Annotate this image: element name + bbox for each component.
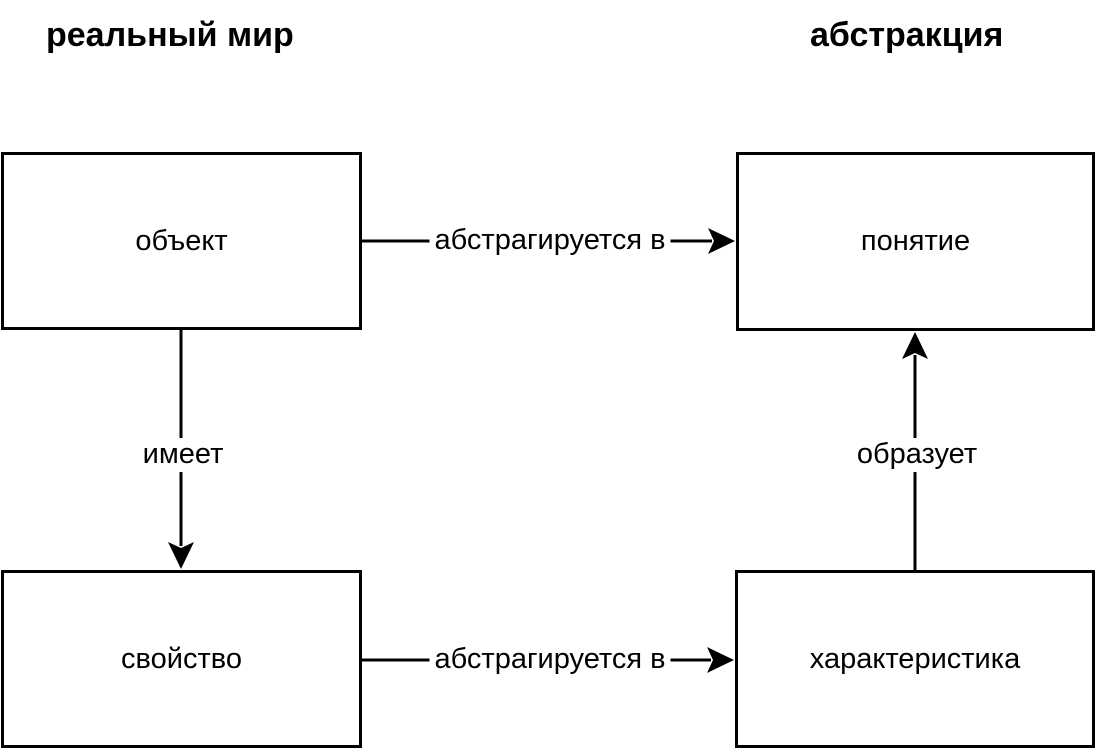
edge-label-has: имеет <box>137 438 229 472</box>
node-property: свойство <box>1 570 362 748</box>
column-header-abstraction: абстракция <box>810 16 1004 54</box>
column-header-real-world: реальный мир <box>46 16 294 54</box>
node-concept-label: понятие <box>860 225 971 257</box>
node-object-label: объект <box>135 224 228 257</box>
edge-label-forms: образует <box>851 438 983 472</box>
node-property-label: свойство <box>121 642 242 675</box>
node-concept: понятие <box>736 152 1095 331</box>
edge-label-abstracted-into-top: абстрагируется в <box>429 224 671 258</box>
node-characteristic: характеристика <box>735 570 1095 748</box>
node-object: объект <box>1 152 362 330</box>
node-characteristic-label: характеристика <box>809 642 1021 675</box>
edge-label-abstracted-into-bottom: абстрагируется в <box>429 643 671 677</box>
